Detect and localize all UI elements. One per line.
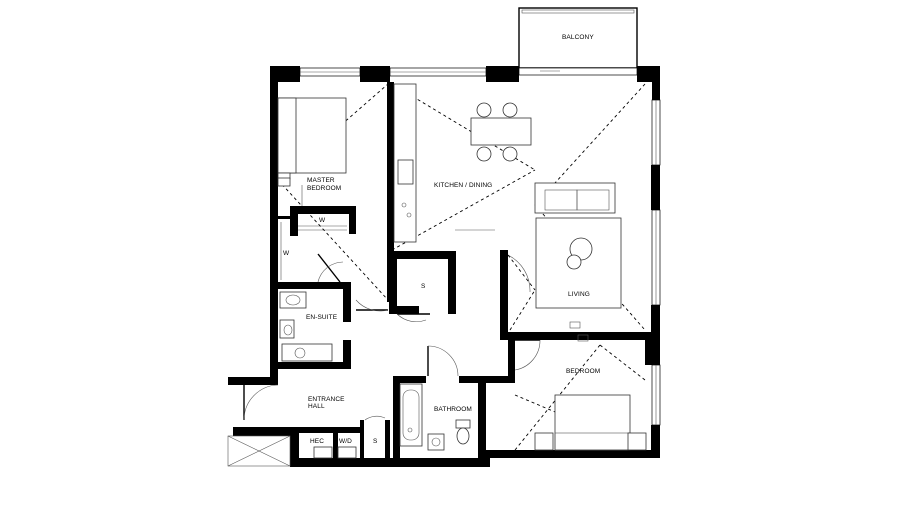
label-hec: HEC xyxy=(310,438,324,445)
balcony xyxy=(518,7,638,76)
label-master-line2: BEDROOM xyxy=(307,185,341,192)
windows xyxy=(299,67,661,426)
label-wardrobe-ensuite: W xyxy=(283,250,290,257)
label-en-suite: EN-SUITE xyxy=(306,314,338,321)
room-labels: BALCONY KITCHEN / DINING MASTER BEDROOM … xyxy=(283,34,600,445)
label-balcony: BALCONY xyxy=(562,34,594,41)
label-storage-center: S xyxy=(421,283,426,290)
label-living: LIVING xyxy=(568,291,590,298)
furniture xyxy=(277,83,647,459)
label-master-line1: MASTER xyxy=(307,177,335,184)
label-kitchen-dining: KITCHEN / DINING xyxy=(434,182,492,189)
label-wardrobe-master: W xyxy=(319,217,326,224)
label-bathroom: BATHROOM xyxy=(434,406,472,413)
label-storage-hall: S xyxy=(373,438,378,445)
label-entrance-line2: HALL xyxy=(308,403,325,410)
walls xyxy=(228,66,660,467)
label-bedroom: BEDROOM xyxy=(566,368,600,375)
doors xyxy=(227,222,541,467)
label-entrance-line1: ENTRANCE xyxy=(308,396,345,403)
label-washer-dryer: W/D xyxy=(339,438,352,445)
